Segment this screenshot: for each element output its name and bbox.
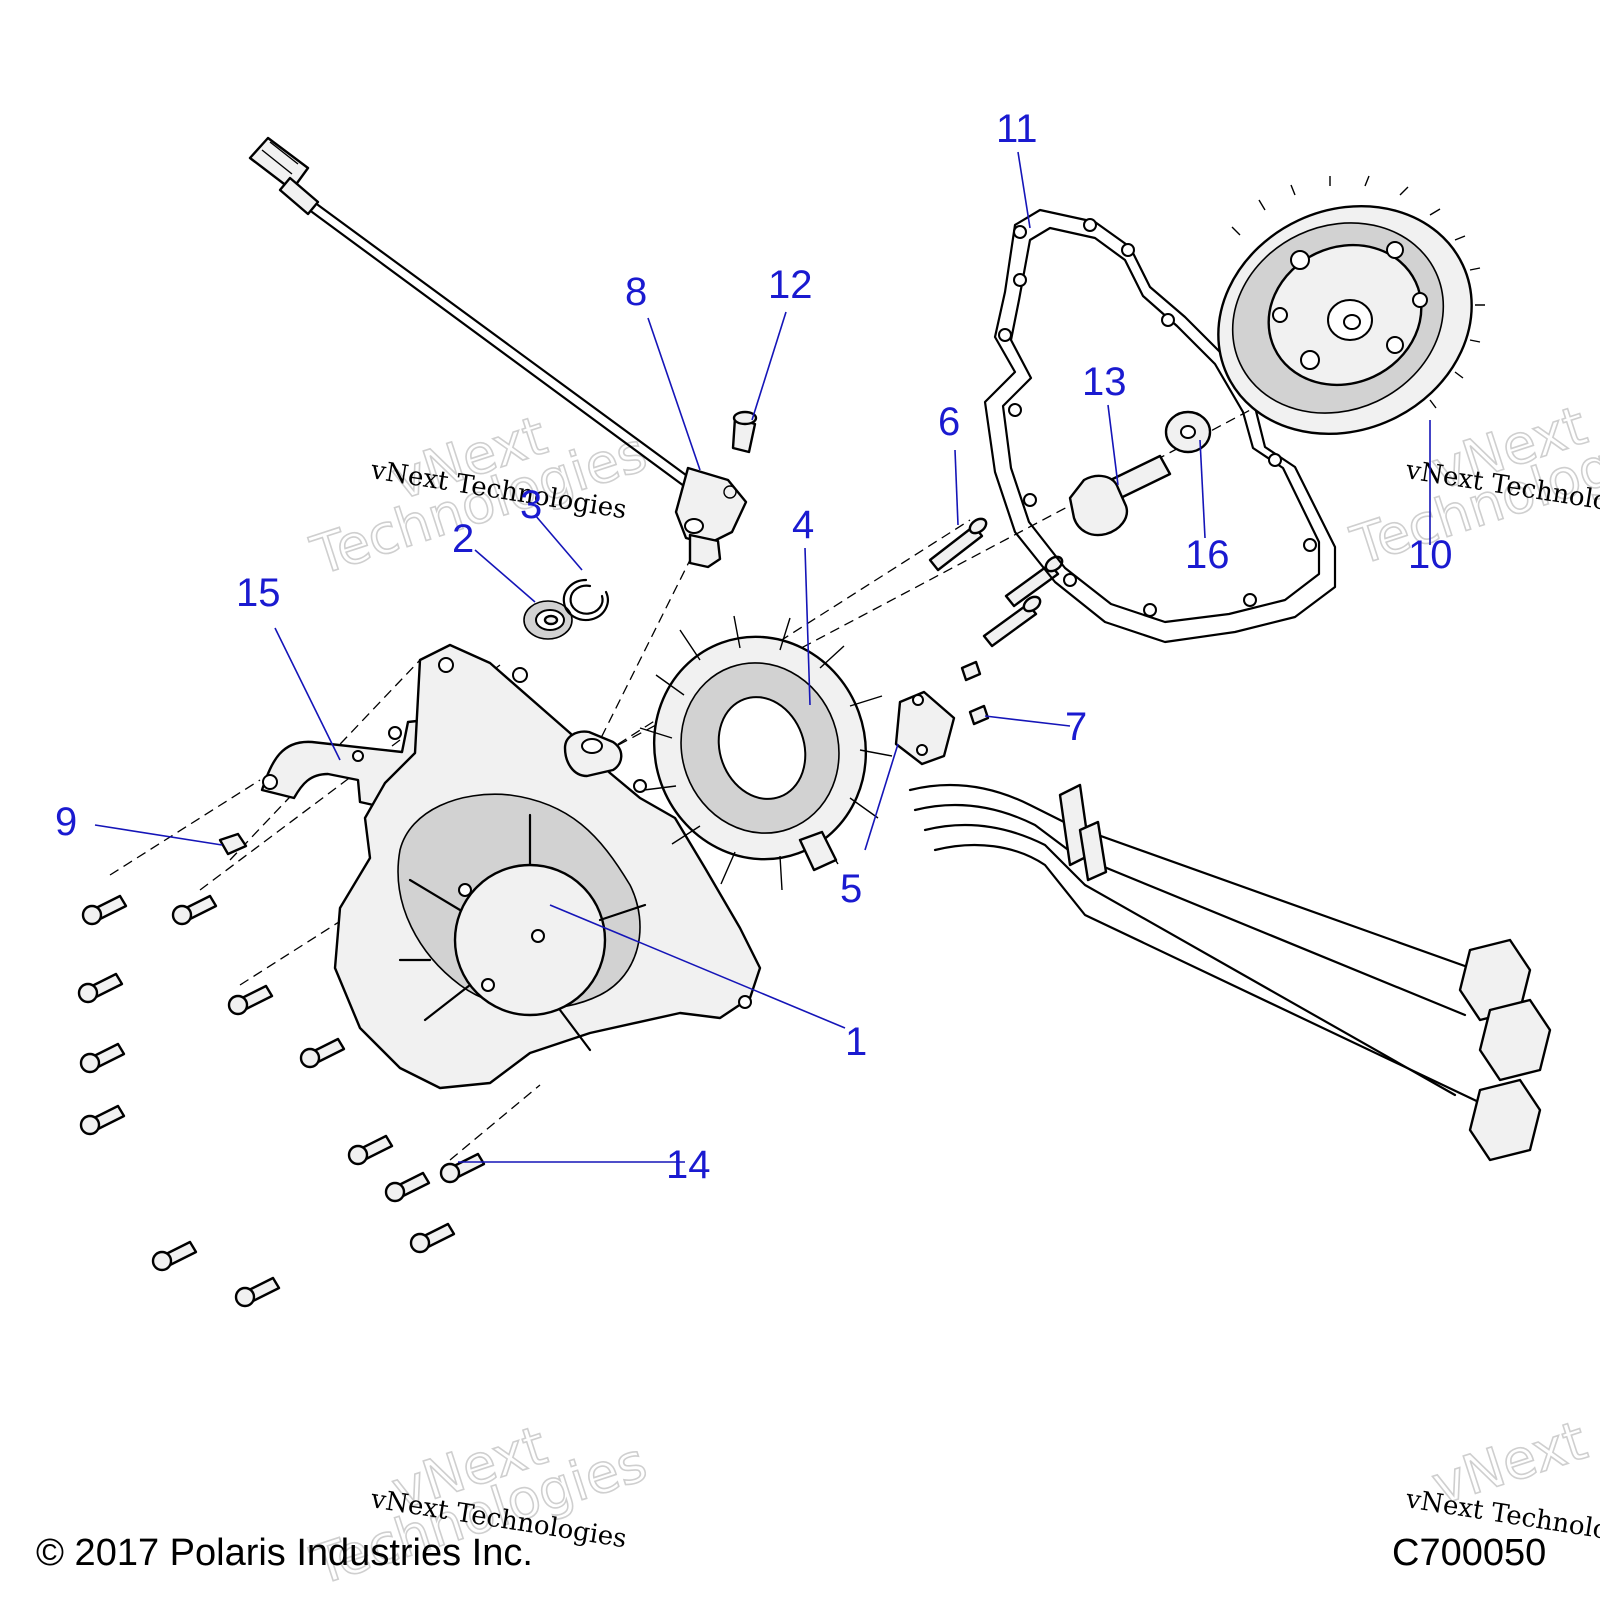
bolt-13 bbox=[1068, 454, 1172, 537]
copyright-text: © 2017 Polaris Industries Inc. bbox=[36, 1532, 533, 1574]
plate-5 bbox=[894, 690, 956, 766]
speed-sensor bbox=[248, 136, 748, 569]
callout-10: 10 bbox=[1408, 533, 1453, 577]
snap-ring-3 bbox=[562, 578, 609, 622]
callout-9: 9 bbox=[55, 800, 77, 844]
wiring-harness bbox=[908, 783, 1552, 1162]
clip-9 bbox=[218, 832, 248, 856]
stator-cover-1 bbox=[333, 643, 762, 1090]
leader-lines bbox=[94, 151, 1431, 1163]
callout-5: 5 bbox=[840, 867, 862, 911]
callout-16: 16 bbox=[1185, 533, 1230, 577]
callout-15: 15 bbox=[236, 571, 281, 615]
callout-1: 1 bbox=[845, 1020, 867, 1064]
gasket-11 bbox=[983, 208, 1337, 644]
callout-labels: 1 2 3 4 5 6 7 8 9 10 11 12 13 14 15 16 bbox=[55, 107, 1453, 1187]
callout-3: 3 bbox=[520, 483, 542, 527]
callout-7: 7 bbox=[1065, 705, 1087, 749]
flywheel-10 bbox=[1217, 175, 1485, 436]
callout-2: 2 bbox=[452, 517, 474, 561]
washer-16 bbox=[1164, 410, 1212, 454]
callout-11: 11 bbox=[996, 107, 1038, 151]
stator-4 bbox=[639, 615, 893, 891]
bolt-12 bbox=[731, 410, 758, 454]
callout-8: 8 bbox=[625, 270, 647, 314]
bolt-6 bbox=[928, 517, 1064, 648]
callout-14: 14 bbox=[666, 1143, 711, 1187]
screw-7 bbox=[960, 660, 990, 726]
cover-bolts-14 bbox=[77, 894, 486, 1308]
figure-code: C700050 bbox=[1392, 1532, 1546, 1574]
callout-13: 13 bbox=[1082, 360, 1127, 404]
callout-6: 6 bbox=[938, 400, 960, 444]
callout-12: 12 bbox=[768, 263, 813, 307]
bearing-2 bbox=[523, 600, 573, 640]
callout-4: 4 bbox=[792, 503, 814, 547]
